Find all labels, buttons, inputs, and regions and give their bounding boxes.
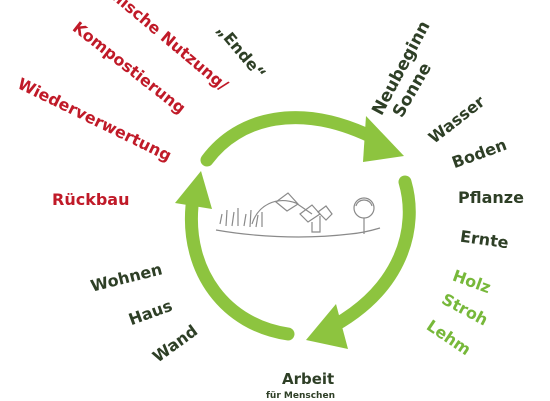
- label-rueckbau: Rückbau: [52, 190, 130, 209]
- cycle-arrow-left: [184, 199, 295, 341]
- label-arbeit: Arbeit: [282, 370, 335, 388]
- house-landscape-sketch: [215, 192, 381, 238]
- cycle-arrow-right: [319, 175, 416, 337]
- cycle-arrowhead-right: [306, 304, 348, 349]
- label-pflanze: Pflanze: [458, 188, 524, 207]
- cycle-arrowhead-left: [175, 171, 212, 209]
- cycle-arrow-top: [200, 111, 385, 167]
- label-arbeit-subtitle: für Menschen: [266, 391, 335, 401]
- cycle-arrowhead-top: [363, 116, 404, 162]
